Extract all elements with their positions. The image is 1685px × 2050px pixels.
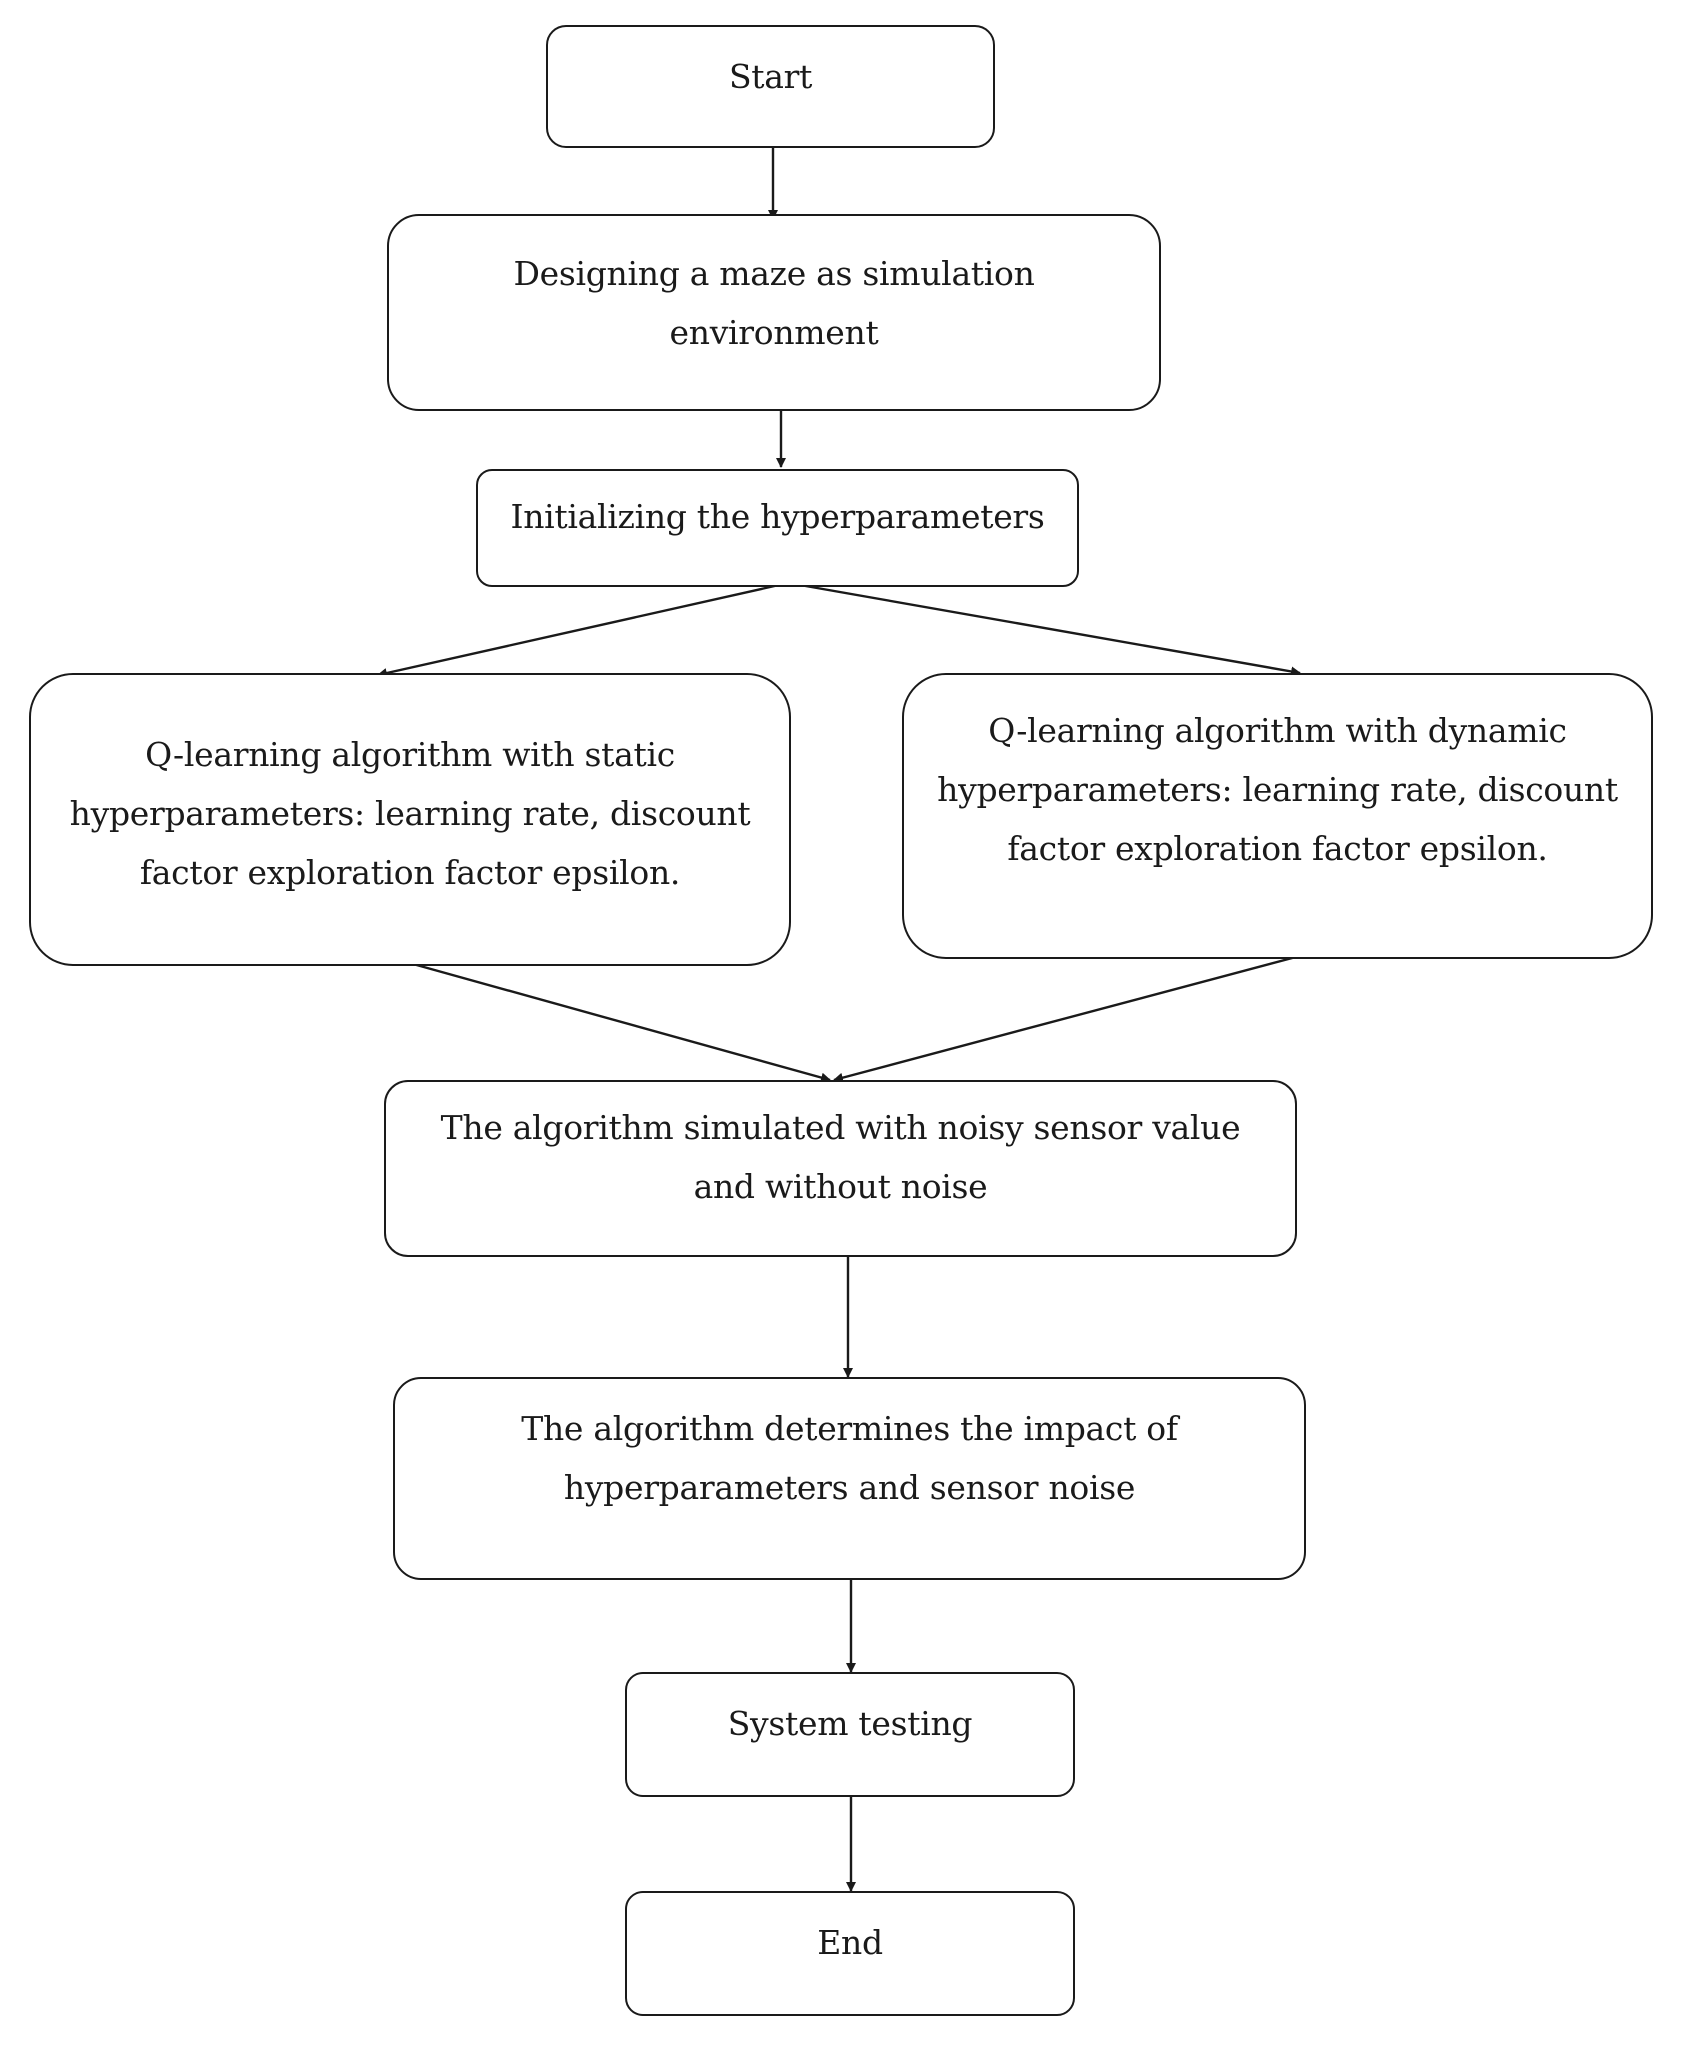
start-node-label: Start [728,57,813,96]
q-learning-static-node-label: Q-learning algorithm with static hyperpa… [69,735,751,892]
initialize-hyperparameters-node: Initializing the hyperparameters [476,469,1079,587]
end-node-label: End [817,1923,883,1962]
arrow-init-to-static [377,583,780,678]
impact-node: The algorithm determines the impact of h… [393,1377,1306,1580]
arrow-dynamic-to-simulate [833,955,1297,1083]
arrow-static-to-simulate [412,962,831,1083]
start-node: Start [546,25,995,148]
design-maze-node: Designing a maze as simulation environme… [387,214,1161,411]
impact-node-label: The algorithm determines the impact of h… [521,1409,1178,1507]
q-learning-dynamic-node-label: Q-learning algorithm with dynamic hyperp… [937,711,1618,868]
design-maze-node-label: Designing a maze as simulation environme… [513,254,1035,352]
system-testing-node-label: System testing [727,1704,973,1743]
simulation-node-label: The algorithm simulated with noisy senso… [440,1108,1241,1206]
arrow-init-to-dynamic [799,583,1301,677]
end-node: End [625,1891,1075,2016]
initialize-hyperparameters-node-label: Initializing the hyperparameters [510,497,1045,536]
q-learning-dynamic-node: Q-learning algorithm with dynamic hyperp… [902,673,1653,959]
q-learning-static-node: Q-learning algorithm with static hyperpa… [29,673,791,966]
system-testing-node: System testing [625,1672,1075,1797]
simulation-node: The algorithm simulated with noisy senso… [384,1080,1297,1257]
